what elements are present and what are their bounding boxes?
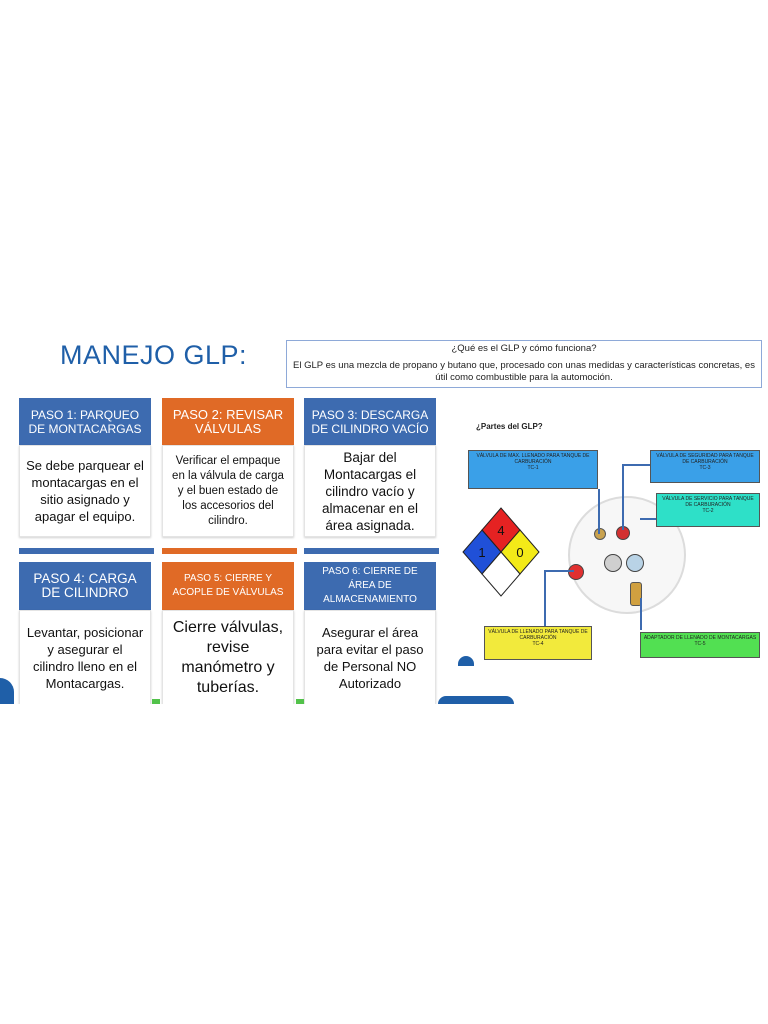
part-label-tc3: VÁLVULA DE SEGURIDAD PARA TANQUE DE CARB…	[650, 450, 760, 483]
corner-shape	[0, 678, 14, 704]
step-6-body: Asegurar el área para evitar el paso de …	[304, 610, 436, 704]
green-mark	[296, 699, 304, 704]
step-3-strip	[304, 548, 439, 554]
connector-line	[640, 598, 642, 630]
step-1-card: PASO 1: PARQUEO DE MONTACARGAS Se debe p…	[19, 398, 151, 537]
part-label-tc2: VÁLVULA DE SERVICIO PARA TANQUE DE CARBU…	[656, 493, 760, 527]
step-3-body: Bajar del Montacargas el cilindro vacío …	[304, 445, 436, 537]
step-4-header: PASO 4: CARGA DE CILINDRO	[19, 562, 151, 610]
step-5-card: PASO 5: CIERRE Y ACOPLE DE VÁLVULAS Cier…	[162, 562, 294, 704]
connector-line	[598, 489, 600, 534]
part-label-tc5: ADAPTADOR DE LLENADO DE MONTACARGAS TC-5	[640, 632, 760, 658]
blue-bar	[438, 696, 514, 704]
step-2-strip	[162, 548, 297, 554]
step-1-strip	[19, 548, 154, 554]
green-mark	[152, 699, 160, 704]
connector-line	[544, 570, 546, 626]
step-1-header: PASO 1: PARQUEO DE MONTACARGAS	[19, 398, 151, 445]
part-label-tc4: VÁLVULA DE LLENADO PARA TANQUE DE CARBUR…	[484, 626, 592, 660]
nfpa-left: 1	[478, 545, 485, 560]
step-2-body: Verificar el empaque en la válvula de ca…	[162, 445, 294, 537]
valve-icon	[626, 554, 644, 572]
nfpa-top: 4	[497, 523, 504, 538]
connector-line	[622, 464, 650, 466]
step-3-card: PASO 3: DESCARGA DE CILINDRO VACÍO Bajar…	[304, 398, 436, 537]
connector-line	[622, 464, 624, 530]
glp-info-box: ¿Qué es el GLP y cómo funciona? El GLP e…	[286, 340, 762, 388]
valve-icon	[630, 582, 642, 606]
part-label-tc1: VÁLVULA DE MAX. LLENADO PARA TANQUE DE C…	[468, 450, 598, 489]
nfpa-diamond-icon: 4 1 0	[462, 507, 540, 597]
step-3-header: PASO 3: DESCARGA DE CILINDRO VACÍO	[304, 398, 436, 445]
step-1-body: Se debe parquear el montacargas en el si…	[19, 445, 151, 537]
nfpa-right: 0	[516, 545, 523, 560]
step-2-card: PASO 2: REVISAR VÁLVULAS Verificar el em…	[162, 398, 294, 537]
step-5-body: Cierre válvulas, revise manómetro y tube…	[162, 610, 294, 704]
blue-arc	[458, 656, 474, 666]
step-6-header: PASO 6: CIERRE DE ÁREA DE ALMACENAMIENTO	[304, 562, 436, 610]
valve-icon	[568, 564, 584, 580]
connector-line	[544, 570, 574, 572]
valve-icon	[604, 554, 622, 572]
step-5-header: PASO 5: CIERRE Y ACOPLE DE VÁLVULAS	[162, 562, 294, 610]
step-2-header: PASO 2: REVISAR VÁLVULAS	[162, 398, 294, 445]
step-6-card: PASO 6: CIERRE DE ÁREA DE ALMACENAMIENTO…	[304, 562, 436, 704]
parts-title: ¿Partes del GLP?	[476, 422, 543, 431]
glp-answer: El GLP es una mezcla de propano y butano…	[293, 360, 755, 383]
step-4-body: Levantar, posicionar y asegurar el cilin…	[19, 610, 151, 704]
page-title: MANEJO GLP:	[60, 340, 248, 370]
connector-line	[640, 518, 656, 520]
step-4-card: PASO 4: CARGA DE CILINDRO Levantar, posi…	[19, 562, 151, 704]
valve-icon	[594, 528, 606, 540]
slide: MANEJO GLP: ¿Qué es el GLP y cómo funcio…	[0, 318, 768, 704]
glp-question: ¿Qué es el GLP y cómo funciona?	[451, 343, 597, 354]
